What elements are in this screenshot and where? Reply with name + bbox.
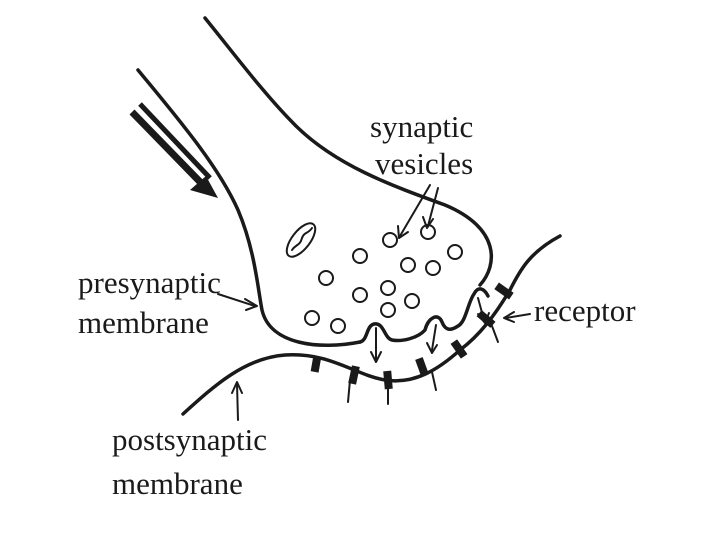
label-presynaptic-line1: presynaptic [78, 265, 221, 300]
receptor-channel [494, 282, 514, 300]
vesicle [425, 260, 441, 276]
receptor-channel [450, 339, 468, 359]
receptor-channel [310, 355, 322, 373]
label-postsynaptic-line1: postsynaptic [112, 422, 267, 457]
vesicle [404, 293, 420, 309]
receptor-channel [383, 370, 393, 390]
vesicle [352, 287, 368, 303]
receptors [310, 282, 514, 390]
vesicle [447, 244, 463, 260]
vesicle [318, 270, 334, 286]
postsynaptic-membrane [181, 234, 562, 416]
label-presynaptic-line2: membrane [78, 305, 209, 340]
vesicle [382, 232, 398, 248]
presynaptic-terminal-upper-outline [203, 16, 493, 287]
label-receptor: receptor [534, 293, 636, 328]
signal-arrow [129, 102, 218, 198]
receptor-channel [415, 357, 429, 377]
label-postsynaptic-line2: membrane [112, 466, 243, 501]
synaptic-vesicles [304, 224, 463, 334]
vesicle [352, 248, 368, 264]
vesicle [330, 318, 346, 334]
neurotransmitter-release-arrows [347, 297, 499, 405]
mitochondrion [285, 222, 317, 258]
label-synaptic-vesicles-line1: synaptic [370, 109, 473, 144]
label-synaptic-vesicles-line2: vesicles [375, 146, 473, 181]
vesicle [380, 302, 396, 318]
vesicle [304, 310, 320, 326]
vesicle [400, 257, 416, 273]
receptor-channel [348, 365, 360, 385]
presynaptic-terminal-outline [136, 68, 362, 348]
label-pointers [217, 184, 531, 421]
presynaptic-bottom-membrane [358, 287, 490, 344]
vesicle [380, 280, 396, 296]
